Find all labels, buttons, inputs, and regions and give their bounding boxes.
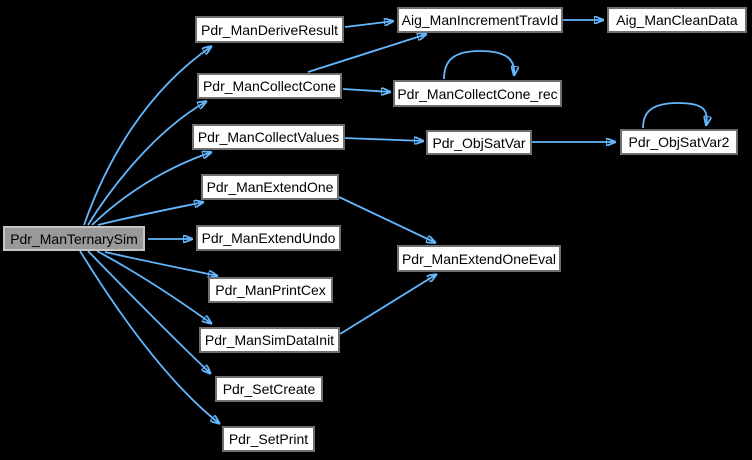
node-pdr-obj-sat-var[interactable]: Pdr_ObjSatVar	[426, 130, 532, 155]
edge-sim-data-init-to-extend-one-eval	[339, 274, 437, 335]
edge-extend-one-to-extend-one-eval	[338, 196, 436, 243]
node-pdr-man-extend-one[interactable]: Pdr_ManExtendOne	[201, 174, 339, 200]
node-pdr-man-print-cex[interactable]: Pdr_ManPrintCex	[208, 277, 333, 303]
node-pdr-man-ternary-sim[interactable]: Pdr_ManTernarySim	[3, 226, 145, 251]
edge-ternary-sim-to-sim-data-init	[96, 250, 212, 324]
edge-ternary-sim-to-extend-one	[97, 202, 204, 226]
node-pdr-man-collect-cone-rec[interactable]: Pdr_ManCollectCone_rec	[393, 80, 562, 107]
edge-collect-cone-to-increment-trav-id	[307, 34, 427, 73]
node-pdr-man-collect-cone[interactable]: Pdr_ManCollectCone	[197, 73, 342, 99]
edge-derive-result-to-increment-trav-id	[344, 21, 394, 28]
edge-collect-cone-rec-self-loop	[443, 50, 514, 80]
node-aig-man-increment-trav-id[interactable]: Aig_ManIncrementTravId	[397, 7, 563, 33]
edge-ternary-sim-to-set-create	[87, 250, 211, 374]
edge-collect-values-to-obj-sat-var	[342, 138, 424, 141]
node-pdr-man-collect-values[interactable]: Pdr_ManCollectValues	[192, 124, 345, 150]
edge-collect-cone-to-collect-cone-rec	[342, 89, 391, 92]
node-pdr-man-sim-data-init[interactable]: Pdr_ManSimDataInit	[199, 327, 340, 353]
node-pdr-man-derive-result[interactable]: Pdr_ManDeriveResult	[195, 16, 344, 43]
node-pdr-set-create[interactable]: Pdr_SetCreate	[215, 376, 323, 402]
edge-ternary-sim-to-set-print	[79, 250, 220, 424]
node-pdr-man-extend-undo[interactable]: Pdr_ManExtendUndo	[196, 225, 341, 251]
node-pdr-man-extend-one-eval[interactable]: Pdr_ManExtendOneEval	[397, 245, 561, 272]
edge-ternary-sim-to-collect-cone	[87, 101, 207, 226]
node-pdr-obj-sat-var2[interactable]: Pdr_ObjSatVar2	[620, 129, 738, 155]
edge-obj-sat-var2-self-loop	[642, 102, 707, 129]
node-pdr-set-print[interactable]: Pdr_SetPrint	[222, 426, 315, 452]
edge-ternary-sim-to-print-cex	[104, 251, 218, 276]
edge-ternary-sim-to-derive-result	[83, 46, 212, 226]
edge-ternary-sim-to-collect-values	[91, 152, 212, 226]
node-aig-man-clean-data[interactable]: Aig_ManCleanData	[607, 7, 747, 33]
